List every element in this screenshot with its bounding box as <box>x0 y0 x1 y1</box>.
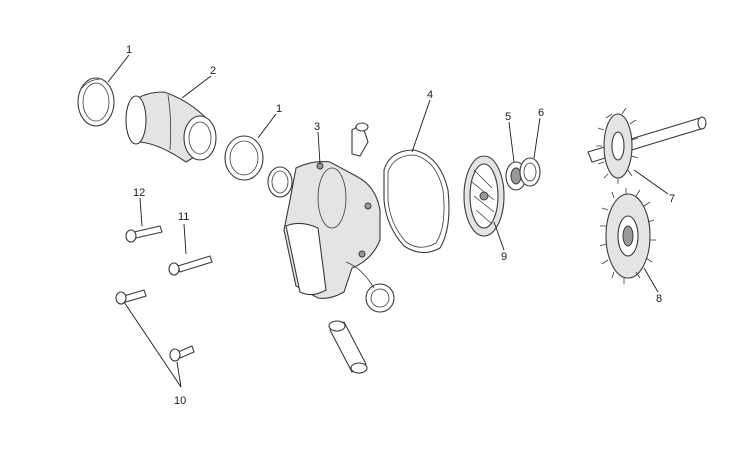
callout-7: 7 <box>669 193 675 205</box>
callout-3: 3 <box>314 121 320 133</box>
pump-housing <box>267 161 395 313</box>
callout-11: 11 <box>178 211 189 223</box>
callout-1-left: 1 <box>126 44 132 56</box>
callout-5: 5 <box>505 111 511 123</box>
hose <box>125 91 217 163</box>
ring-right <box>224 135 264 181</box>
bolt-12 <box>125 225 163 243</box>
callout-9: 9 <box>501 251 507 263</box>
pin <box>351 122 369 157</box>
callout-2: 2 <box>210 65 216 77</box>
callout-labels: 1 2 1 3 4 5 6 7 8 9 10 11 12 <box>126 44 675 407</box>
bolt-10b <box>169 345 195 362</box>
bolt-10a <box>115 289 147 305</box>
gear <box>599 188 656 284</box>
callout-4: 4 <box>427 89 433 101</box>
callout-12: 12 <box>133 187 145 199</box>
callout-1-right: 1 <box>276 103 282 115</box>
callout-10: 10 <box>174 395 186 407</box>
gear-shaft <box>587 107 707 184</box>
callout-6: 6 <box>538 107 544 119</box>
seal <box>519 157 541 187</box>
ring-left <box>77 77 115 127</box>
sleeve <box>328 320 368 374</box>
callout-8: 8 <box>656 293 662 305</box>
leader-lines <box>107 54 669 388</box>
gasket <box>383 149 450 254</box>
impeller <box>463 155 505 237</box>
bolt-11 <box>168 255 213 276</box>
